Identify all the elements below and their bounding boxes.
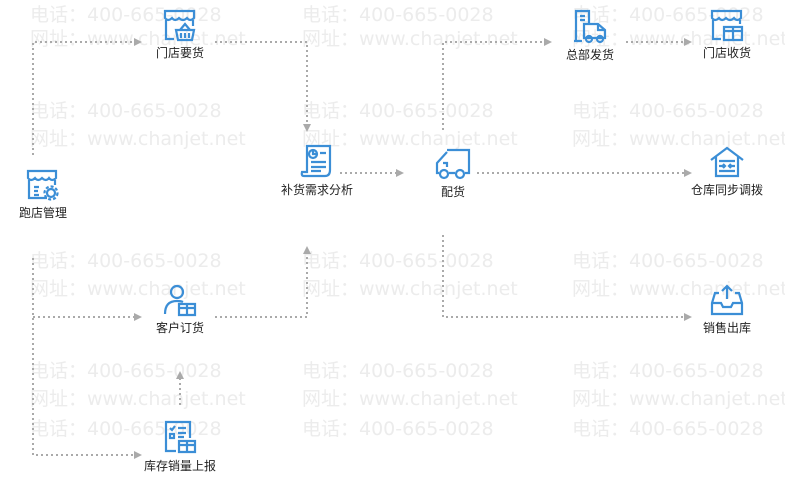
node-label: 配货 xyxy=(440,185,465,199)
watermark-site: 网址：www.chanjet.net xyxy=(30,278,246,300)
node-label: 客户订货 xyxy=(155,321,204,335)
node-replenish-analysis: 补货需求分析 xyxy=(257,143,377,198)
watermark-phone: 电话：400-665-0028 xyxy=(572,250,764,272)
store-box-icon xyxy=(710,9,744,42)
watermark-site: 网址：www.chanjet.net xyxy=(572,388,785,410)
node-store-request: 门店要货 xyxy=(120,8,240,61)
connector-visit-down xyxy=(32,258,142,459)
node-label: 补货需求分析 xyxy=(280,183,353,197)
building-truck-icon xyxy=(574,9,607,44)
connector-request-to-analysis xyxy=(215,41,311,132)
node-warehouse-transfer: 仓库同步调拨 xyxy=(667,145,785,198)
watermark-site: 网址：www.chanjet.net xyxy=(302,388,518,410)
watermark-phone: 电话：400-665-0028 xyxy=(30,360,222,382)
watermark-site: 网址：www.chanjet.net xyxy=(302,28,518,50)
watermark-phone: 电话：400-665-0028 xyxy=(572,360,764,382)
connector-distribution-to-sales xyxy=(442,235,692,321)
watermark-site: 网址：www.chanjet.net xyxy=(302,278,518,300)
watermark-phone: 电话：400-665-0028 xyxy=(572,418,764,440)
watermark-phone: 电话：400-665-0028 xyxy=(30,250,222,272)
report-chart-icon xyxy=(300,144,332,178)
watermark-phone: 电话：400-665-0028 xyxy=(302,4,494,26)
watermark-phone: 电话：400-665-0028 xyxy=(302,250,494,272)
watermark-phone: 电话：400-665-0028 xyxy=(302,360,494,382)
watermark-site: 网址：www.chanjet.net xyxy=(572,128,785,150)
connector-order-to-analysis xyxy=(215,246,311,318)
store-gear-icon xyxy=(26,169,59,201)
node-label: 门店收货 xyxy=(702,46,751,60)
watermark-phone: 电话：400-665-0028 xyxy=(572,100,764,122)
node-label: 总部发货 xyxy=(565,48,614,62)
node-distribution: 配货 xyxy=(393,147,513,200)
watermark-site: 网址：www.chanjet.net xyxy=(30,388,246,410)
tray-upload-icon xyxy=(710,284,744,316)
watermark-site: 网址：www.chanjet.net xyxy=(572,28,785,50)
node-customer-order: 客户订货 xyxy=(120,283,240,336)
node-label: 跑店管理 xyxy=(18,206,67,220)
watermark-site: 网址：www.chanjet.net xyxy=(30,128,246,150)
node-sales-outbound: 销售出库 xyxy=(667,283,785,336)
watermark-site: 网址：www.chanjet.net xyxy=(302,128,518,150)
user-box-icon xyxy=(163,284,197,317)
node-store-visit: 跑店管理 xyxy=(0,168,103,221)
node-label: 门店要货 xyxy=(155,46,204,60)
watermark-phone: 电话：400-665-0028 xyxy=(30,100,222,122)
watermark-phone: 电话：400-665-0028 xyxy=(302,100,494,122)
node-inventory-report: 库存销量上报 xyxy=(120,419,240,474)
store-basket-icon xyxy=(163,9,196,42)
node-label: 库存销量上报 xyxy=(143,459,216,473)
watermark-site: 网址：www.chanjet.net xyxy=(572,278,785,300)
warehouse-transfer-icon xyxy=(710,146,744,178)
watermark-phone: 电话：400-665-0028 xyxy=(302,418,494,440)
node-store-receiving: 门店收货 xyxy=(667,8,785,61)
node-label: 仓库同步调拨 xyxy=(690,183,763,197)
checklist-box-icon xyxy=(164,420,197,454)
truck-icon xyxy=(435,148,471,180)
node-label: 销售出库 xyxy=(702,321,751,335)
node-hq-shipping: 总部发货 xyxy=(530,8,650,63)
